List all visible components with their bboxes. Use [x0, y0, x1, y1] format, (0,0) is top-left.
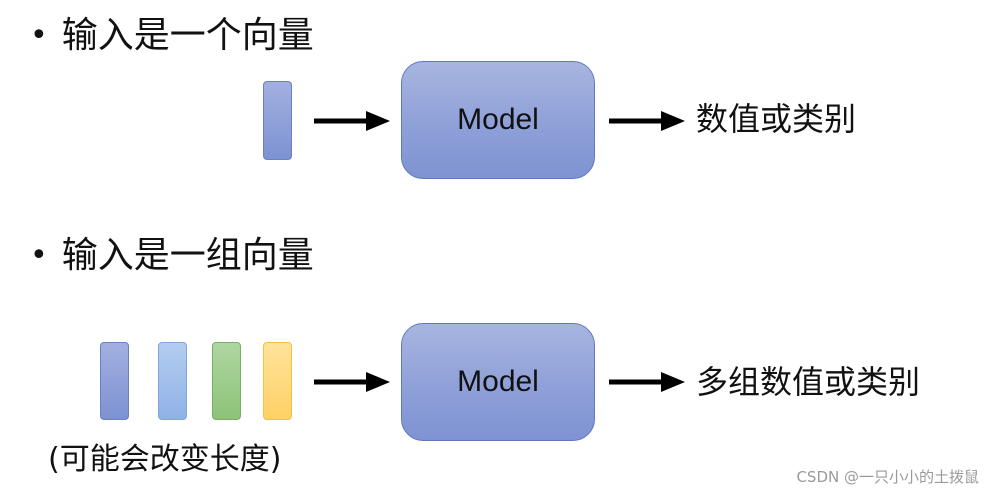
arrow-right-icon: [609, 109, 685, 133]
model-label: Model: [457, 365, 539, 398]
input-vector-3: [212, 342, 241, 420]
single-input-vector: [263, 81, 292, 160]
section2-output: 多组数值或类别: [696, 363, 921, 401]
section2-heading: • 输入是一组向量: [30, 234, 314, 278]
input-vector-4: [263, 342, 292, 420]
bullet-icon: •: [30, 18, 48, 53]
length-note: (可能会改变长度): [48, 442, 282, 477]
section1-output: 数值或类别: [696, 100, 857, 138]
section1-heading: • 输入是一个向量: [30, 14, 314, 58]
input-vector-1: [100, 342, 129, 420]
input-vector-2: [158, 342, 187, 420]
model-box-1: Model: [401, 61, 595, 179]
arrow-right-icon: [314, 370, 390, 394]
watermark: CSDN @一只小小的土拨鼠: [796, 468, 979, 486]
bullet-icon: •: [30, 238, 48, 273]
model-label: Model: [457, 103, 539, 136]
section2-title: 输入是一组向量: [61, 235, 314, 276]
arrow-right-icon: [609, 370, 685, 394]
arrow-right-icon: [314, 109, 390, 133]
model-box-2: Model: [401, 323, 595, 441]
section1-title: 输入是一个向量: [61, 15, 314, 56]
